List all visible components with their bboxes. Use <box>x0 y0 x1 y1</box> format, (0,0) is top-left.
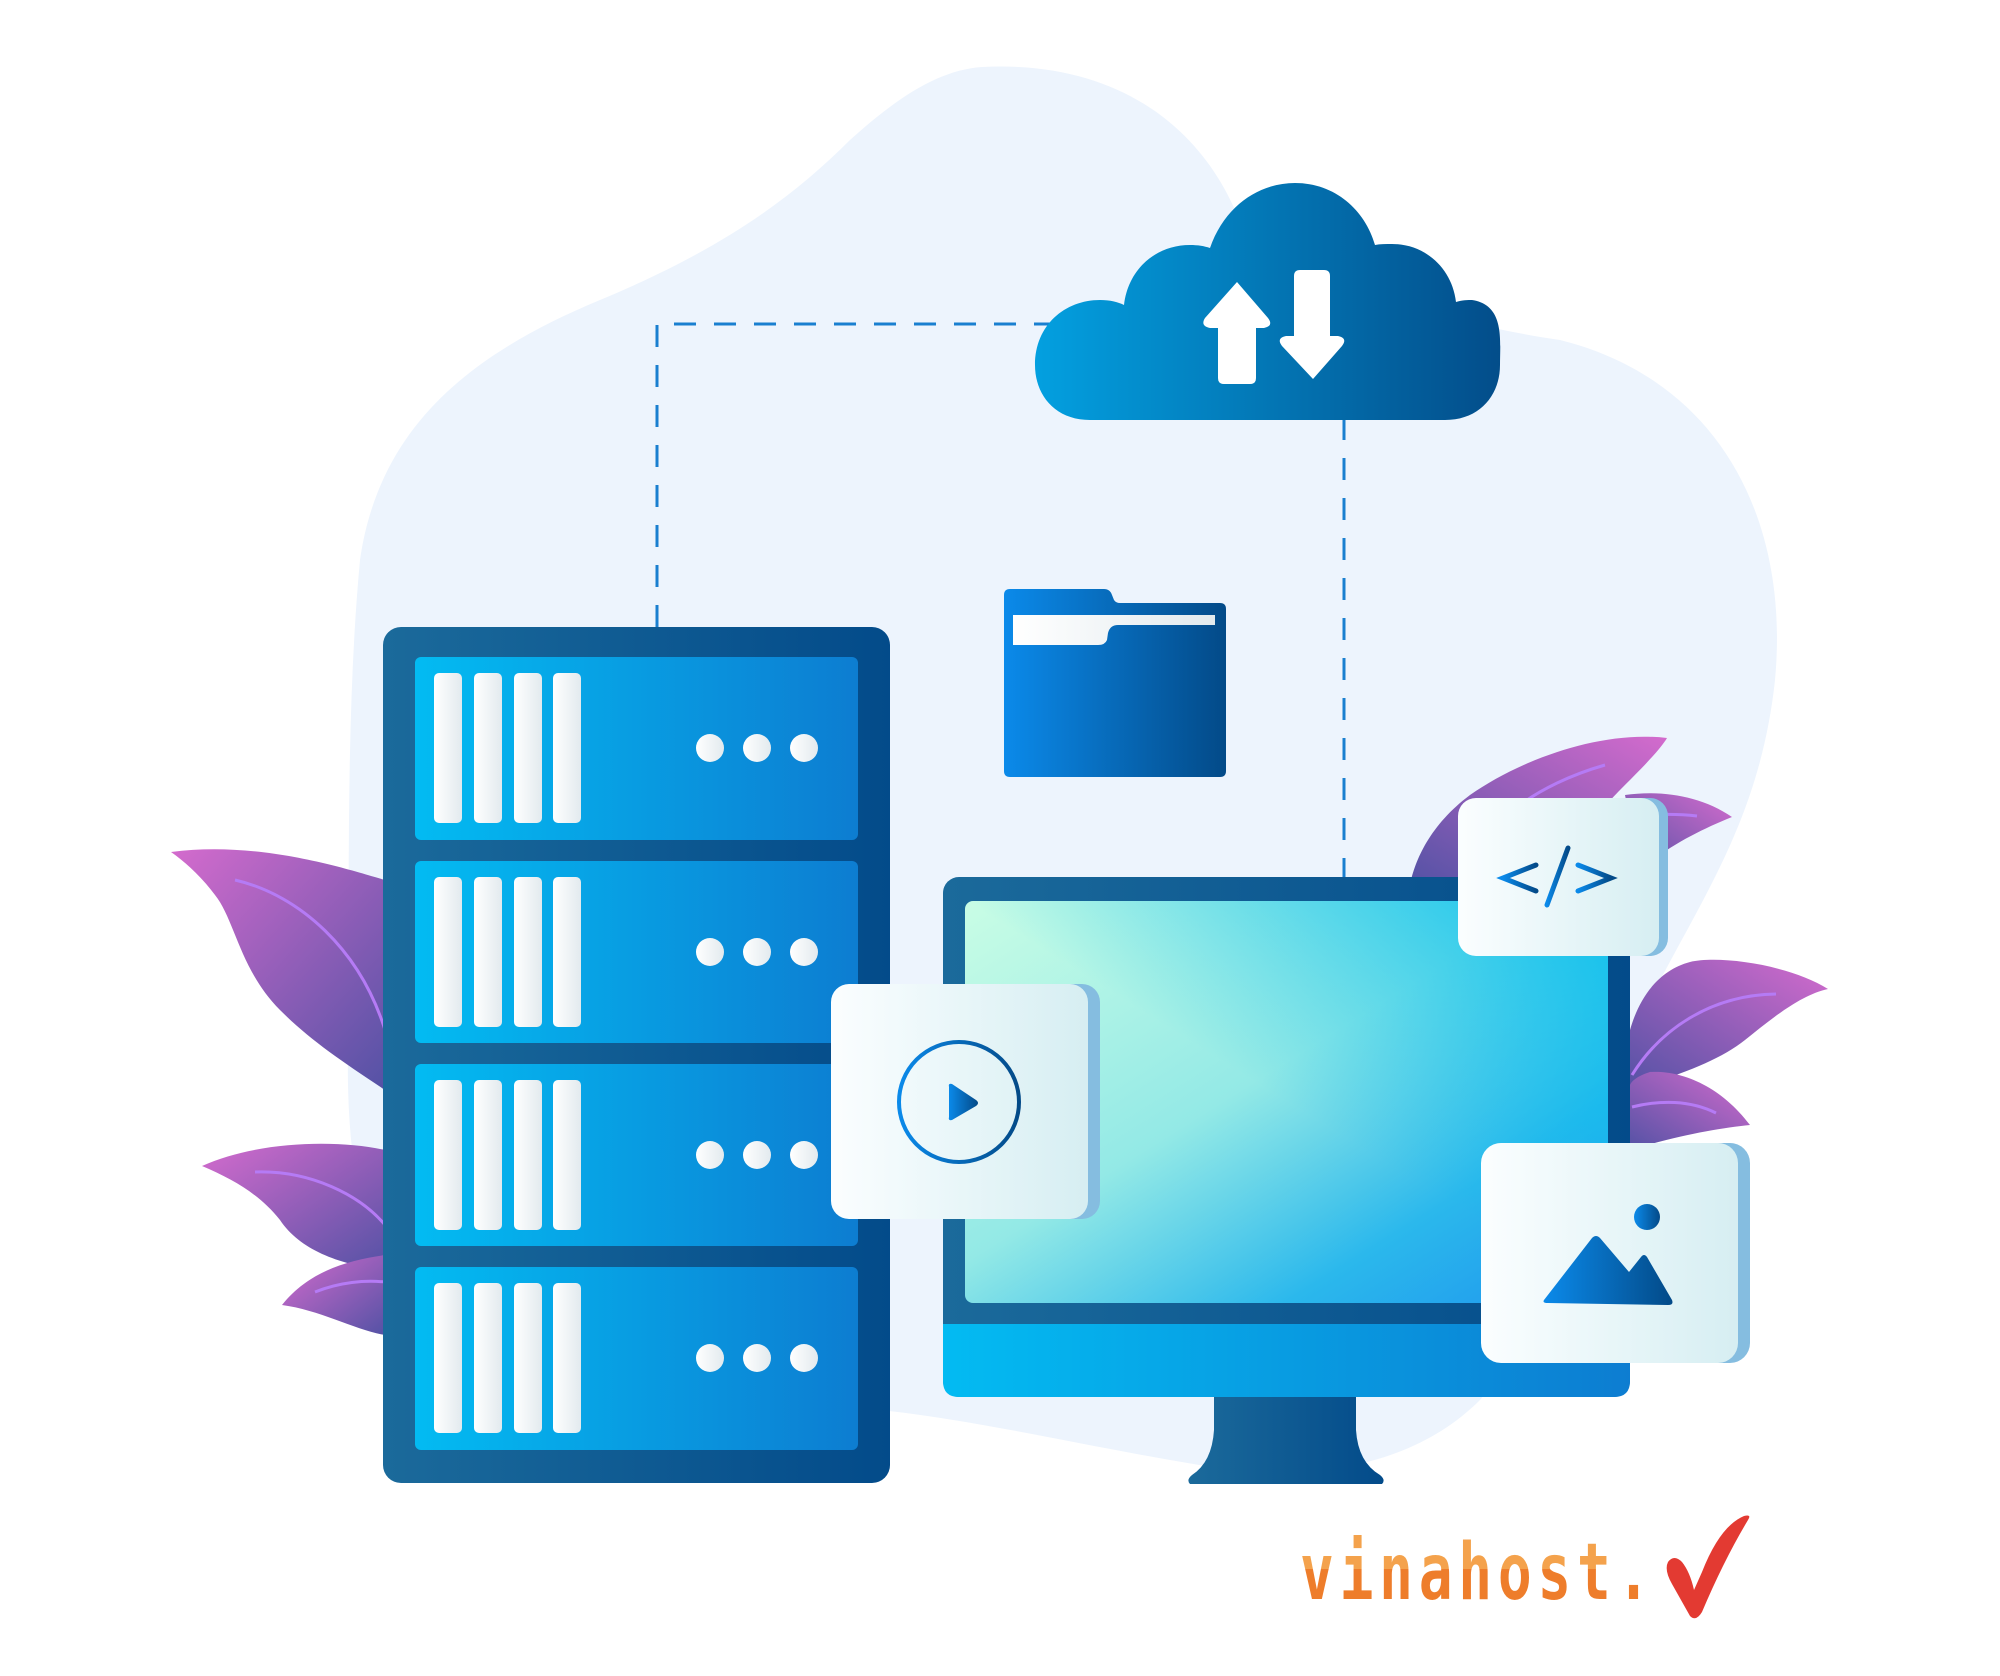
logo-text: vinahost. <box>1300 1528 1657 1618</box>
play-circle <box>897 1040 1021 1164</box>
arrow-up-icon <box>1203 282 1271 384</box>
image-landscape-icon <box>1543 1204 1673 1305</box>
monitor-stand <box>1188 1395 1384 1484</box>
leaves-left <box>171 849 387 1335</box>
desktop-monitor-icon <box>943 877 1630 1484</box>
vinahost-logo: vinahost. <box>1300 1512 1760 1622</box>
dashed-connectors <box>655 322 1346 880</box>
play-video-icon <box>948 1083 978 1121</box>
server-unit-4 <box>415 1267 858 1450</box>
server-rack-icon <box>383 627 890 1483</box>
image-card <box>1481 1143 1750 1363</box>
code-card <box>1458 798 1668 956</box>
server-unit-1 <box>415 657 858 840</box>
cloud-upload-download-icon <box>1035 183 1501 420</box>
server-unit-3 <box>415 1064 858 1246</box>
video-card <box>831 984 1100 1219</box>
red-checkmark-icon <box>1666 1515 1750 1619</box>
code-brackets-icon <box>1496 845 1618 908</box>
server-unit-2 <box>415 861 858 1043</box>
folder-icon <box>1004 589 1226 777</box>
arrow-down-icon <box>1279 270 1345 379</box>
